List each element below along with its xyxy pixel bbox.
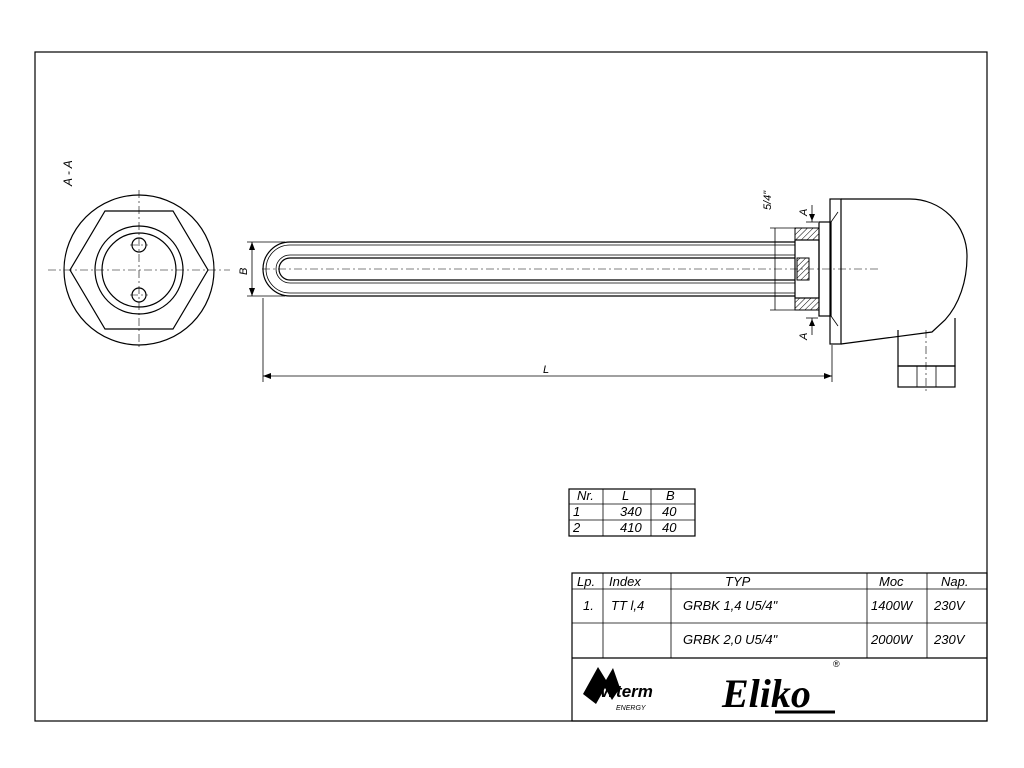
wterm-logo-text: Wterm — [600, 682, 653, 701]
thread-dimension: 5/4" — [762, 190, 774, 210]
size-row2-b: 40 — [662, 520, 677, 535]
tb-row1-lp: 1. — [583, 598, 594, 613]
drawing-frame — [34, 51, 988, 722]
tb-header-lp: Lp. — [577, 574, 595, 589]
tb-row2-typ: GRBK 2,0 U5/4" — [683, 632, 779, 647]
wterm-logo-subtext: ENERGY — [616, 705, 647, 712]
heater-side-view: A A 5/4" B L — [238, 190, 968, 394]
section-view: A - A — [48, 160, 230, 350]
registered-mark: ® — [833, 659, 840, 669]
tb-header-moc: Moc — [879, 574, 904, 589]
size-header-l: L — [622, 488, 629, 503]
size-row1-nr: 1 — [573, 504, 580, 519]
thread-boss-bottom — [794, 297, 820, 311]
size-row2-l: 410 — [620, 520, 642, 535]
section-mark-top: A — [798, 209, 810, 217]
tb-header-typ: TYP — [725, 574, 751, 589]
tb-row1-index: TT l,4 — [611, 598, 644, 613]
size-header-b: B — [666, 488, 675, 503]
gland-nut — [897, 365, 956, 388]
tb-row1-moc: 1400W — [871, 598, 914, 613]
tb-row2-nap: 230V — [933, 632, 966, 647]
length-dimension: L — [543, 364, 549, 376]
title-block: Lp. Index TYP Moc Nap. 1. TT l,4 GRBK 1,… — [571, 572, 988, 722]
tb-row1-typ: GRBK 1,4 U5/4" — [683, 598, 779, 613]
size-header-nr: Nr. — [577, 488, 594, 503]
wterm-logo: Wterm ENERGY — [583, 667, 653, 712]
size-row1-l: 340 — [620, 504, 642, 519]
eliko-logo-text: Eliko — [721, 671, 811, 716]
section-label: A - A — [61, 160, 75, 187]
thread-boss-top — [794, 227, 820, 241]
size-row1-b: 40 — [662, 504, 677, 519]
terminal-head — [840, 198, 968, 345]
flange-plate — [829, 198, 842, 345]
section-mark-bottom: A — [798, 333, 810, 341]
tb-header-index: Index — [609, 574, 641, 589]
height-dimension: B — [238, 268, 250, 275]
tb-header-nap: Nap. — [941, 574, 968, 589]
size-table: Nr. L B 1 340 40 2 410 40 — [568, 488, 696, 537]
size-row2-nr: 2 — [572, 520, 581, 535]
eliko-logo: Eliko ® — [721, 659, 840, 716]
tb-row1-nap: 230V — [933, 598, 966, 613]
cable-gland — [897, 318, 956, 367]
tb-row2-moc: 2000W — [870, 632, 914, 647]
